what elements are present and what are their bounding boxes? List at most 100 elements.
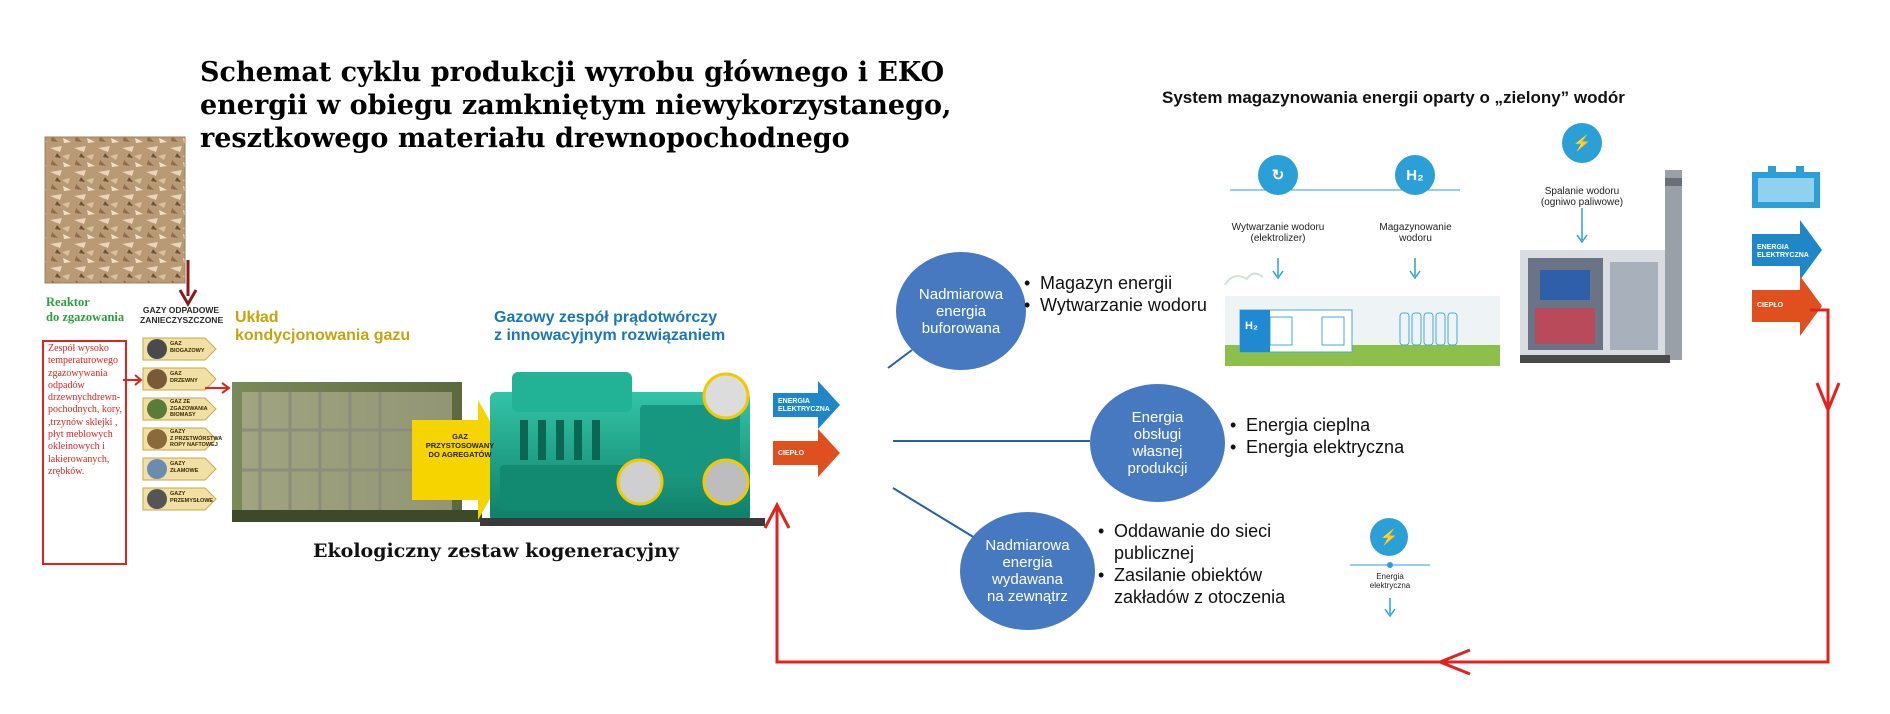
list-item: Zasilanie obiektów zakładów z otoczenia [1096, 564, 1326, 608]
gas-adapted-line: PRZYSTOSOWANY [425, 441, 495, 450]
caption-line: wodoru [1399, 233, 1432, 244]
caption-line: (elektrolizer) [1250, 233, 1306, 244]
electric-arrow-right [1752, 220, 1822, 280]
eco-caption: Ekologiczny zestaw kogeneracyjny [313, 540, 679, 562]
title-line: Schemat cyklu produkcji wyrobu głównego … [200, 57, 945, 88]
caption-line: Spalanie wodoru [1544, 186, 1620, 197]
return-loop [763, 308, 1841, 676]
waste-item-line: GAZ [170, 341, 182, 347]
circle-line: buforowana [921, 319, 1001, 337]
reactor-description: Zespół wysoko temperaturowego zgazowywan… [48, 343, 123, 477]
title-line: resztkowego materiału drewnopochodnego [200, 123, 850, 154]
reactor-box [42, 340, 127, 565]
waste-item-line: GAZY [170, 491, 186, 497]
waste-item: GAZ ZE ZGAZOWANIA BIOMASY [170, 399, 208, 419]
hydrogen-panel [1224, 187, 1588, 366]
circle-line: energia [935, 302, 987, 320]
waste-item-line: BIOGAZOWY [170, 347, 205, 354]
connector-top [887, 349, 913, 369]
circle-external-energy: Nadmiarowa energia wydawana na zewnątrz [960, 512, 1095, 630]
list-item: Magazyn energii [1022, 272, 1212, 294]
heat-arrow-left [773, 429, 840, 477]
waste-gas-header-line: ZANIECZYSZCZONE [140, 315, 224, 325]
waste-item-line: GAZY [170, 429, 186, 435]
external-energy-list: Oddawanie do sieci publicznej Zasilanie … [1096, 520, 1326, 608]
generator-heading: Gazowy zespół prądotwórczy z innowacyjny… [494, 309, 725, 345]
caption-line: elektryczna [1369, 581, 1411, 590]
waste-gas-header-line: GAZY ODPADOWE [142, 305, 220, 315]
gas-adapted-label: GAZ PRZYSTOSOWANY DO AGREGATÓW [425, 432, 495, 459]
circle-line: energia [1002, 554, 1053, 571]
heading-line: kondycjonowania gazu [235, 327, 411, 344]
circle-line: wydawana [992, 571, 1063, 588]
wood-chips-photo [44, 136, 186, 284]
waste-item: GAZY ZŁAMOWE [170, 461, 198, 474]
hydrogen-title: System magazynowania energii oparty o „z… [1162, 88, 1625, 107]
list-item: Oddawanie do sieci publicznej [1096, 520, 1326, 564]
battery-icon [1752, 166, 1820, 208]
waste-item-line: BIOMASY [170, 412, 196, 418]
arrow-label-line: ENERGIA [1757, 244, 1789, 251]
gas-arrow [412, 400, 512, 520]
circle-line: Energia [1131, 409, 1184, 426]
connector-bottom [892, 487, 976, 539]
arrow-label-line: ELEKTRYCZNA [1757, 252, 1809, 259]
waste-item-line: ROPY NAFTOWEJ [170, 442, 218, 448]
energy-caption: Energia elektryczna [1355, 572, 1425, 590]
waste-item-line: GAZ ZE [170, 399, 191, 405]
heading-line: Układ [235, 309, 279, 326]
caption-line: Energia [1376, 572, 1404, 581]
hydrogen-storage-icon: H₂ [1395, 155, 1435, 195]
waste-arrows [142, 337, 217, 511]
waste-item: GAZY PRZEMYSŁOWE [170, 491, 213, 504]
waste-item-line: Z PRZETWÓRSTWA [170, 435, 223, 442]
waste-item-line: GAZY [170, 461, 186, 467]
waste-item-line: ZGAZOWANIA [170, 405, 208, 412]
waste-gas-header: GAZY ODPADOWE ZANIECZYSZCZONE [140, 305, 224, 325]
caption-line: Wytwarzanie wodoru [1231, 222, 1325, 233]
hydrogen-production-caption: Wytwarzanie wodoru (elektrolizer) [1218, 222, 1338, 244]
lightning-icon: ⚡ [1370, 518, 1408, 556]
reactor-line: Reaktor [46, 295, 90, 309]
circle-buffered-energy: Nadmiarowa energia buforowana [896, 252, 1026, 370]
gas-adapted-line: DO AGREGATÓW [428, 450, 492, 459]
waste-item-line: ZŁAMOWE [170, 467, 199, 474]
title-line: energii w obiegu zamkniętym niewykorzyst… [200, 90, 952, 121]
hydrogen-storage-caption: Magazynowanie wodoru [1358, 222, 1473, 244]
electric-arrow-label: ENERGIA ELEKTRYCZNA [778, 398, 830, 414]
fuel-cell-machine [1520, 170, 1682, 363]
list-item: Energia elektryczna [1228, 436, 1458, 458]
waste-item: GAZ BIOGAZOWY [170, 341, 205, 354]
circle-line: Nadmiarowa [985, 537, 1070, 554]
own-production-list: Energia cieplna Energia elektryczna [1228, 414, 1458, 458]
caption-line: Magazynowanie [1379, 222, 1452, 233]
circle-line: na zewnątrz [987, 588, 1068, 605]
arrow-label-line: ELEKTRYCZNA [778, 406, 830, 413]
list-item: Wytwarzanie wodoru [1022, 294, 1212, 316]
hydrogen-production-icon: ↻ [1258, 155, 1298, 195]
heading-line: Gazowy zespół prądotwórczy [494, 309, 718, 326]
reactor-label: Reaktor do zgazowania [46, 295, 124, 325]
page-title: Schemat cyklu produkcji wyrobu głównego … [200, 56, 1060, 155]
waste-item-line: PRZEMYSŁOWE [170, 497, 214, 504]
fuel-cell-icon: ⚡ [1562, 123, 1602, 163]
circle-line: obsługi [1133, 426, 1182, 443]
buffered-energy-list: Magazyn energii Wytwarzanie wodoru [1022, 272, 1212, 316]
heat-arrow-label: CIEPŁO [1757, 302, 1784, 309]
list-item: Energia cieplna [1228, 414, 1458, 436]
caption-line: (ogniwo paliwowe) [1540, 197, 1624, 208]
circle-line: własnej [1132, 443, 1183, 460]
gas-adapted-line: GAZ [452, 432, 468, 441]
heat-arrow-label: CIEPŁO [778, 450, 805, 457]
circle-line: Nadmiarowa [918, 285, 1004, 303]
waste-item: GAZ DRZEWNY [170, 371, 198, 384]
electric-arrow-left [773, 381, 840, 429]
reactor-line: do zgazowania [46, 310, 125, 324]
circle-own-production: Energia obsługi własnej produkcji [1090, 384, 1225, 502]
circle-line: produkcji [1127, 460, 1188, 477]
arrow-label-line: ENERGIA [778, 398, 810, 405]
waste-item-line: GAZ [170, 371, 182, 377]
fuel-cell-caption: Spalanie wodoru (ogniwo paliwowe) [1522, 186, 1642, 208]
h2-label: H₂ [1245, 320, 1258, 332]
